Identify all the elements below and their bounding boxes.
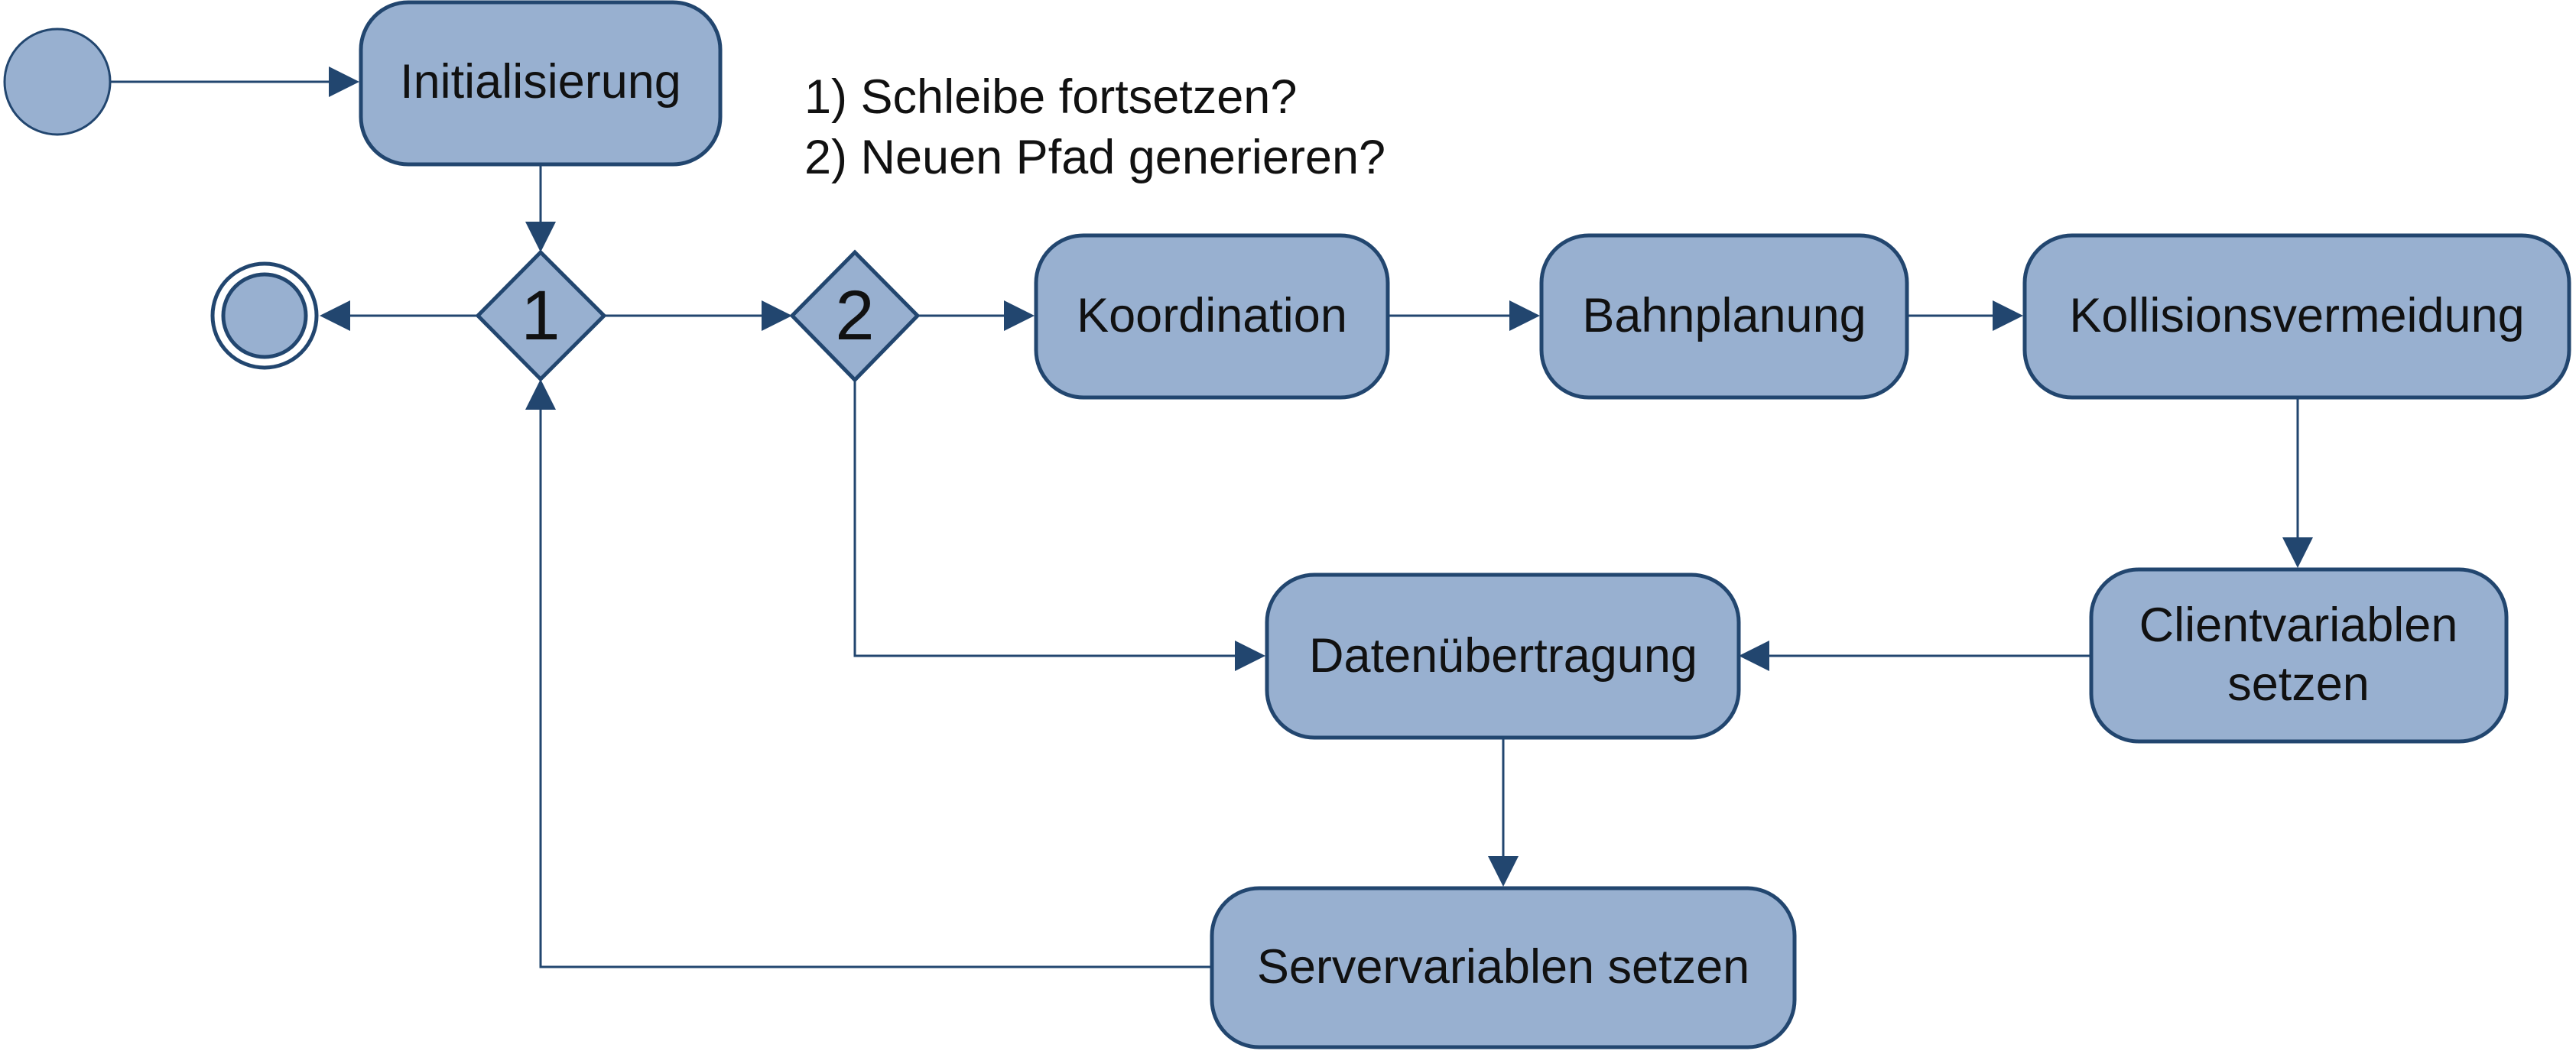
arrowhead-kollisionsvermeidung — [1993, 300, 2023, 331]
arrowhead-decision-2 — [762, 300, 792, 331]
decision-2-label: 2 — [835, 277, 874, 355]
end-node — [210, 261, 319, 370]
node-kollisionsvermeidung: Kollisionsvermeidung — [2022, 233, 2571, 400]
arrowhead-decision-1-bottom — [525, 379, 556, 410]
arrowhead-end — [320, 300, 350, 331]
edges — [109, 66, 2313, 968]
note-question-1: 1) Schleibe fortsetzen? — [804, 70, 1297, 124]
arrowhead-datenuebertragung-right — [1739, 641, 1769, 671]
arrowhead-datenuebertragung-left — [1235, 641, 1265, 671]
node-koordination-label: Koordination — [1077, 289, 1347, 342]
edge-decision-2-to-datenuebertragung — [853, 380, 1236, 657]
arrowhead-servervariablen — [1488, 856, 1519, 887]
arrowhead-initialisierung — [329, 66, 359, 97]
node-datenuebertragung: Datenübertragung — [1265, 573, 1741, 740]
node-initialisierung-label: Initialisierung — [400, 55, 681, 109]
node-kollisionsvermeidung-label: Kollisionsvermeidung — [2069, 289, 2524, 342]
node-koordination: Koordination — [1034, 233, 1390, 400]
note-question-2: 2) Neuen Pfad generieren? — [804, 131, 1385, 184]
decision-1-label: 1 — [521, 277, 560, 355]
arrowhead-decision-1-top — [525, 222, 556, 252]
arrowhead-bahnplanung — [1509, 300, 1540, 331]
node-bahnplanung-label: Bahnplanung — [1582, 289, 1866, 342]
node-initialisierung: Initialisierung — [359, 0, 723, 167]
end-node-inner-disc — [221, 272, 308, 359]
node-servervariablen-setzen: Servervariablen setzen — [1210, 886, 1797, 1049]
arrowhead-koordination — [1004, 300, 1035, 331]
start-node — [3, 28, 112, 136]
node-clientvariablen-setzen: Clientvariablen setzen — [2089, 567, 2509, 744]
node-servervariablen-label: Servervariablen setzen — [1257, 940, 1749, 994]
decision-1: 1 — [475, 249, 607, 382]
edge-servervariablen-to-decision-1 — [539, 410, 1212, 968]
node-clientvariablen-label-line2: setzen — [2227, 657, 2370, 711]
node-bahnplanung: Bahnplanung — [1539, 233, 1909, 400]
node-datenuebertragung-label: Datenübertragung — [1309, 629, 1697, 683]
decision-2: 2 — [789, 249, 921, 383]
arrowhead-clientvariablen — [2282, 537, 2313, 568]
node-clientvariablen-label-line1: Clientvariablen — [2139, 598, 2458, 652]
